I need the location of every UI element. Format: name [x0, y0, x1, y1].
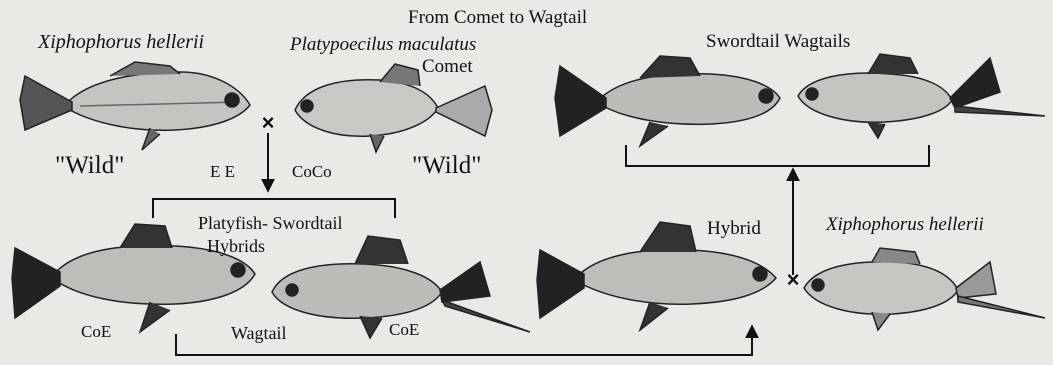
label-platypoecilus-maculatus: Platypoecilus maculatus — [290, 35, 476, 54]
fish-swordtail-wagtail-2 — [798, 54, 1045, 138]
fish-swordtail-wagtail-1 — [555, 56, 780, 146]
fish-platy-comet — [295, 64, 492, 152]
label-genotype-coco: CoCo — [292, 163, 332, 180]
label-xiphophorus-hellerii-right: Xiphophorus hellerii — [826, 215, 984, 234]
label-swordtail-wagtails: Swordtail Wagtails — [706, 32, 850, 51]
label-comet: Comet — [422, 57, 473, 76]
label-genotype-coe-right: CoE — [389, 321, 419, 338]
label-wild-right: "Wild" — [412, 153, 481, 178]
label-wagtail: Wagtail — [231, 324, 287, 342]
cross-symbol-1: × — [262, 110, 275, 135]
label-platyfish-swordtail: Platyfish- Swordtail — [198, 214, 343, 232]
label-xiphophorus-hellerii-top: Xiphophorus hellerii — [38, 32, 204, 52]
label-wild-left: "Wild" — [55, 153, 124, 178]
label-genotype-coe-left: CoE — [81, 323, 111, 340]
diagram-title: From Comet to Wagtail — [408, 8, 587, 27]
cross-symbol-2: × — [787, 267, 800, 292]
label-hybrids: Hybrids — [207, 237, 265, 255]
fish-swordtail-wild — [20, 62, 250, 150]
swordtail-wagtails-bracket — [626, 145, 929, 166]
label-genotype-ee: E E — [210, 163, 235, 180]
label-hybrid: Hybrid — [707, 219, 761, 238]
fish-swordtail-right — [804, 248, 1045, 330]
